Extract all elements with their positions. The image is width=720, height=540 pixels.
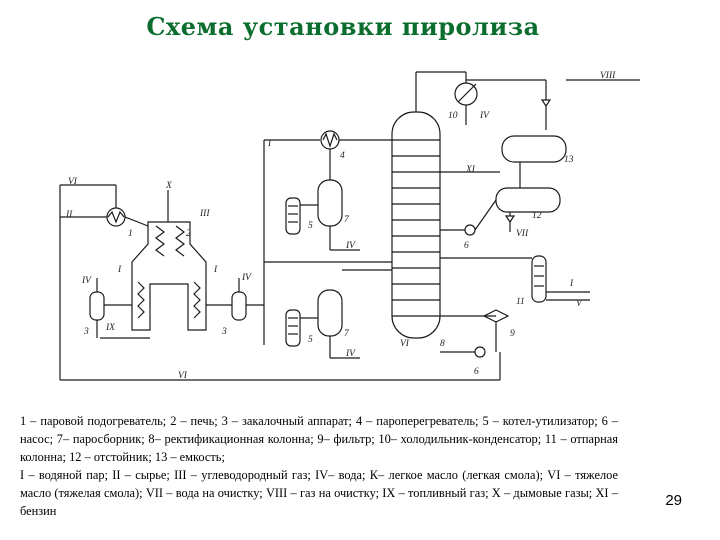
equipment-label: 1 <box>128 229 133 239</box>
equipment-label: 7 <box>344 215 350 225</box>
pump-upper <box>464 224 476 236</box>
equipment-label: 10 <box>448 111 458 121</box>
furnace <box>131 221 207 331</box>
quench-apparatus-mid <box>231 291 247 321</box>
stream-label: I <box>569 279 574 289</box>
equipment-label: 8 <box>440 339 445 349</box>
equipment-label: 2 <box>186 229 191 239</box>
stream-label: X <box>165 181 173 191</box>
stream-label: VI <box>178 371 188 381</box>
stream-label: IX <box>105 323 116 333</box>
equipment-label: 11 <box>516 297 525 307</box>
rectification-column <box>391 111 441 339</box>
equipment-label: 3 <box>221 327 227 337</box>
stream-label: XI <box>465 165 476 175</box>
equipment-label: 6 <box>464 241 469 251</box>
slide-title: Схема установки пиролиза <box>146 12 540 41</box>
stream-label: IV <box>479 111 490 121</box>
stream-label: VII <box>516 229 529 239</box>
stream-label: IV <box>81 276 92 286</box>
stream-label: IV <box>345 241 356 251</box>
equipment-label: 4 <box>340 151 345 161</box>
page-number: 29 <box>665 492 682 509</box>
steam-drum-lower <box>317 289 343 337</box>
vessel-13 <box>501 135 567 163</box>
equipment-label: 9 <box>510 329 515 339</box>
stripping-column <box>531 255 547 303</box>
legend-streams: I – водяной пар; II – сырье; III – углев… <box>20 468 618 518</box>
stream-label: IV <box>241 273 252 283</box>
stream-label: II <box>65 210 73 220</box>
waste-heat-boiler-lower <box>285 309 301 347</box>
stream-label: I <box>213 265 218 275</box>
stream-label: VI <box>68 177 78 187</box>
steam-drum-upper <box>317 179 343 227</box>
equipment-label: 5 <box>308 335 313 345</box>
stream-label: VI <box>400 339 410 349</box>
stream-label: I <box>267 139 272 149</box>
waste-heat-boiler-upper <box>285 197 301 235</box>
pyrolysis-scheme-diagram: VI II 1 X 2 III I I IV IV 3 3 IX I 4 5 7… <box>59 71 640 381</box>
stream-label: III <box>199 209 210 219</box>
stream-label: VIII <box>600 71 616 81</box>
quench-apparatus-left <box>89 291 105 321</box>
legend: 1 – паровой подогреватель; 2 – печь; 3 –… <box>20 412 618 520</box>
legend-equipment: 1 – паровой подогреватель; 2 – печь; 3 –… <box>20 414 618 464</box>
stream-label: IV <box>345 349 356 359</box>
equipment-label: 7 <box>344 329 350 339</box>
equipment-label: 3 <box>83 327 89 337</box>
equipment-label: 12 <box>532 211 542 221</box>
equipment-label: 6 <box>474 367 479 377</box>
pump-lower <box>474 346 486 358</box>
equipment-label: 5 <box>308 221 313 231</box>
settler-12 <box>495 187 561 213</box>
stream-label: I <box>117 265 122 275</box>
stream-label: V <box>576 299 583 309</box>
equipment-label: 13 <box>564 155 574 165</box>
